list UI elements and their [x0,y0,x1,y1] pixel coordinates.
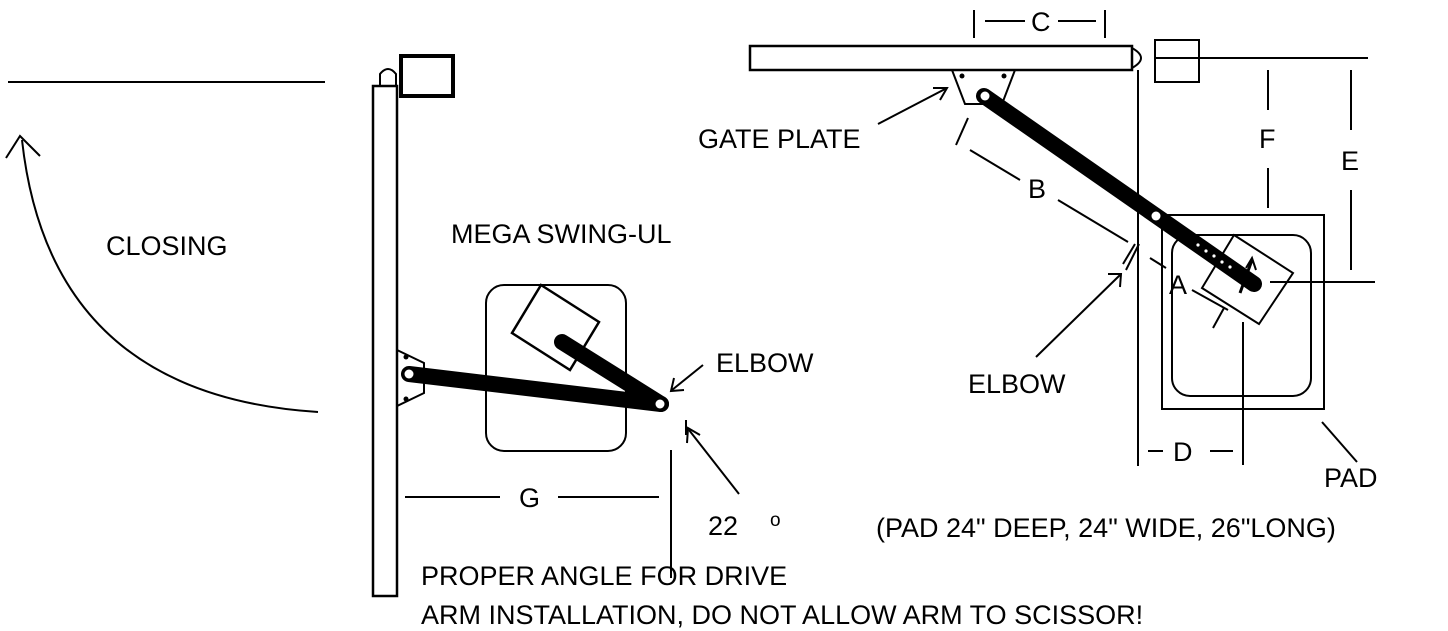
dimension-c: C [973,7,1106,38]
angle-leader [688,429,740,495]
left-gate-leaf [371,84,399,598]
left-gate-bracket [396,348,425,408]
elbow-left-leader [671,364,704,391]
left-operator-pad [485,284,627,452]
pad-spec-label: (PAD 24" DEEP, 24" WIDE, 26"LONG) [876,513,1336,543]
shaft-bolt-head [1245,255,1257,271]
degree-symbol: o [770,510,781,531]
left-hinge-box [399,54,455,98]
adjustment-hole [1212,254,1216,258]
right-operator-unit [1200,233,1295,326]
closing-label: CLOSING [106,231,228,261]
left-bracket-plate [396,348,425,408]
dimension-b-label: B [1028,174,1046,204]
adjustment-hole [1228,265,1232,269]
gate-plate-bolt [1001,73,1007,79]
adjustment-hole [1196,243,1200,247]
dimension-b-line-top [969,149,1021,181]
elbow-left-label: ELBOW [716,348,814,378]
dimension-b: B [955,117,1140,271]
shaft-bolt [1238,259,1254,294]
pad-inner [1171,234,1312,397]
dimension-a-line-bottom [1191,289,1229,311]
dimension-f-label: F [1259,124,1276,154]
closing-indicator [5,81,325,413]
left-elbow-pivot [655,399,665,409]
dimension-a-extension [1212,307,1225,329]
angle-value: 22 [708,511,738,541]
elbow-right-leader [1035,274,1121,358]
left-connecting-arm [401,366,669,412]
right-gate-leaf [748,44,1134,72]
elbow-right-reference-mark [1122,243,1136,265]
left-hinge [379,68,397,86]
dimension-b-extension-bottom [1125,243,1140,271]
gate-plate-arrowhead [933,87,949,101]
elbow-right-arrowhead [1108,273,1123,288]
dimension-b-line-bottom [1057,199,1129,243]
instruction-line-1: PROPER ANGLE FOR DRIVE [421,561,787,591]
dimension-d-label: D [1173,437,1193,467]
adjustment-hole [1204,249,1208,253]
elbow-left-arrowhead [669,377,685,393]
model-label: MEGA SWING-UL [451,219,672,249]
dimension-g-label: G [519,483,540,513]
gate-plate-label: GATE PLATE [698,124,861,154]
dimension-a-line-top [1149,257,1167,269]
left-gate [371,54,455,598]
dimension-b-extension-top [955,117,969,146]
right-bracket-pivot [980,91,990,101]
right-hinge [1131,47,1142,69]
dimension-c-label: C [1031,7,1051,37]
left-bracket-bolt [403,396,409,402]
angle-arrowhead [686,426,701,444]
pad-leader [1321,421,1358,463]
dimension-a: A [1149,257,1229,329]
closing-arrowhead [5,134,41,159]
closing-arc [21,139,319,413]
dimension-e: E [1341,70,1359,270]
left-bracket-bolt [403,354,409,360]
dimension-e-label: E [1341,146,1359,176]
right-drive-arm [976,88,1262,292]
adjustment-hole [1220,260,1224,264]
right-elbow-pivot [1151,211,1161,221]
left-drive-arm [554,334,669,412]
dimension-d: D [1148,322,1244,467]
instruction-line-2: ARM INSTALLATION, DO NOT ALLOW ARM TO SC… [421,600,1143,630]
pad-label: PAD [1324,463,1378,493]
gate-plate-leader [877,87,948,125]
dimension-g: G [405,450,672,578]
gate-plate-bolt [959,73,965,79]
left-operator-unit [510,283,601,372]
dimension-a-label: A [1169,270,1187,300]
elbow-right-label: ELBOW [968,369,1066,399]
dimension-f: F [1259,70,1276,208]
left-bracket-pivot [404,369,414,379]
right-hinge-box [1154,39,1200,83]
